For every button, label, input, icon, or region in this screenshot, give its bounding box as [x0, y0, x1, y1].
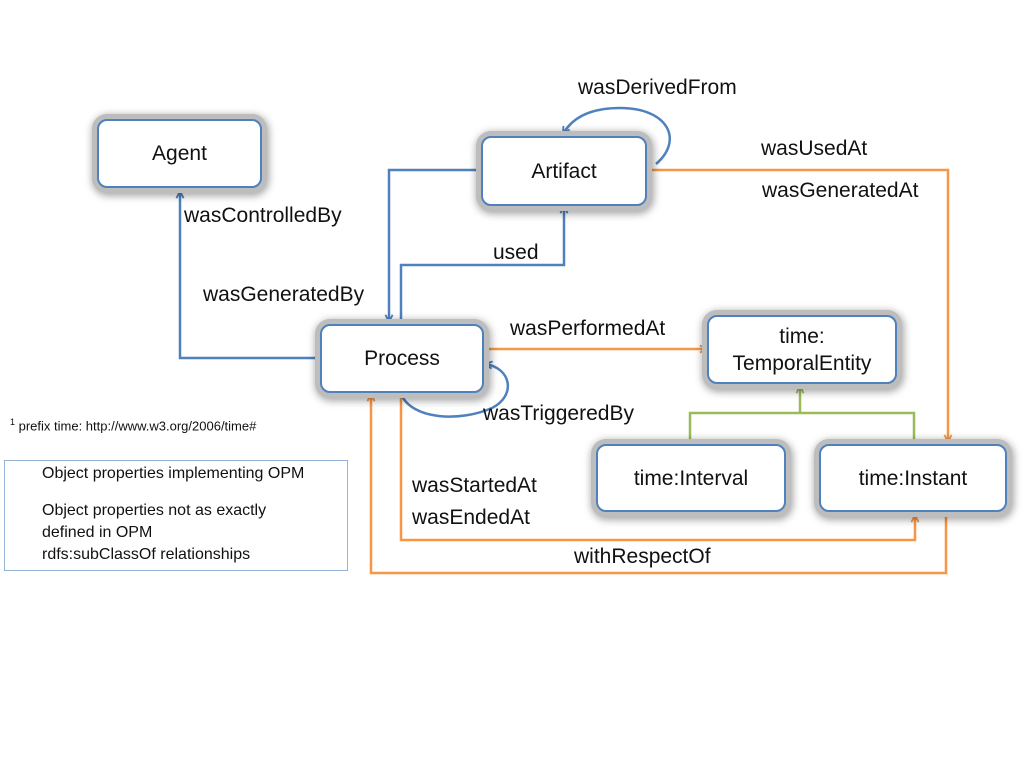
edge-was-started-ended-at: [399, 394, 915, 542]
edge-subclass-interval: [688, 411, 916, 442]
edge-with-respect-of: [371, 394, 948, 575]
node-temporal-entity: time: TemporalEntity: [707, 315, 897, 384]
edge-was-triggered-by: [399, 364, 509, 418]
node-agent-label: Agent: [152, 142, 207, 165]
label-was-ended-at: wasEndedAt: [412, 506, 530, 529]
label-was-used-at: wasUsedAt: [761, 137, 868, 160]
prefix-footnote: 1 prefix time: http://www.w3.org/2006/ti…: [10, 417, 256, 433]
node-instant-label: time:Instant: [858, 466, 968, 490]
node-temporal-entity-line1: time:: [779, 324, 825, 348]
label-was-generated-at: wasGeneratedAt: [762, 179, 919, 202]
footnote-text: prefix time: http://www.w3.org/2006/time…: [15, 418, 257, 434]
legend-not-opm-text: Object properties not as exactly defined…: [42, 502, 267, 541]
node-process-label: Process: [364, 347, 440, 370]
edge-was-generated-by: [389, 168, 484, 322]
footnote-marker: 1: [10, 417, 16, 427]
node-temporal-entity-line2: TemporalEntity: [732, 351, 872, 375]
label-with-respect-of: withRespectOf: [574, 545, 711, 568]
label-was-triggered-by: wasTriggeredBy: [483, 402, 634, 425]
node-artifact: Artifact: [481, 136, 647, 206]
label-used: used: [493, 241, 539, 264]
node-instant: time:Instant: [819, 444, 1007, 512]
label-was-derived-from: wasDerivedFrom: [578, 76, 737, 99]
node-process: Process: [320, 324, 484, 393]
legend-box: Object properties implementing OPM Objec…: [4, 460, 348, 571]
node-interval: time:Interval: [596, 444, 786, 512]
node-agent: Agent: [97, 119, 262, 188]
label-was-performed-at: wasPerformedAt: [510, 317, 666, 340]
legend-opm-text: Object properties implementing OPM: [42, 465, 305, 482]
edge-was-used-generated-at: [647, 168, 948, 442]
label-was-started-at: wasStartedAt: [412, 474, 537, 497]
edge-was-derived-from: [561, 106, 671, 165]
edge-used: [399, 206, 564, 322]
node-interval-label: time:Interval: [633, 466, 749, 490]
edge-was-controlled-by: [180, 191, 320, 360]
label-was-controlled-by: wasControlledBy: [184, 204, 342, 227]
node-artifact-label: Artifact: [531, 159, 597, 183]
label-was-generated-by: wasGeneratedBy: [203, 283, 365, 306]
legend-subclass-text: rdfs:subClassOf relationships: [42, 546, 251, 563]
